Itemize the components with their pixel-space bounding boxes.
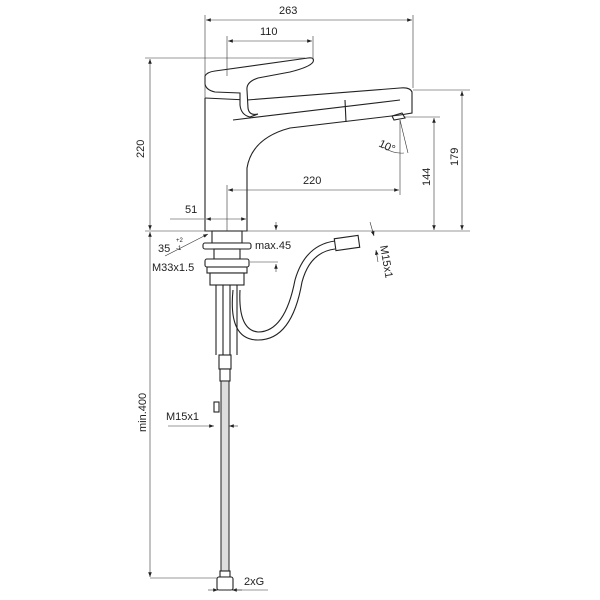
- dim-220-reach: 220: [303, 175, 321, 187]
- supply-hose: [213, 354, 234, 591]
- dim-m15-bottom: M15x1: [166, 411, 199, 423]
- dim-110: 110: [260, 26, 278, 38]
- dim-220-height: 220: [135, 140, 147, 158]
- pull-out-hose: [231, 234, 361, 341]
- dim-max45: max.45: [255, 240, 291, 252]
- dim-min400: min.400: [137, 393, 149, 432]
- dim-263: 263: [279, 5, 297, 17]
- dim-m15-top: M15x1: [377, 244, 395, 279]
- faucet-body: [204, 87, 413, 232]
- dim-m33: M33x1.5: [152, 262, 194, 274]
- dim-51: 51: [185, 204, 197, 216]
- dim-hole-tol-upper: +2: [176, 238, 184, 244]
- lever-handle: [204, 57, 314, 118]
- dim-2xg: 2xG: [244, 576, 264, 588]
- dim-angle: 10°: [377, 138, 397, 156]
- dim-144: 144: [421, 168, 433, 186]
- dim-hole-tol-lower: -1: [176, 246, 182, 252]
- dimension-lines: [145, 15, 470, 592]
- dim-hole: 35: [158, 243, 170, 255]
- mounting-kit: [202, 230, 252, 355]
- dim-179: 179: [449, 148, 461, 166]
